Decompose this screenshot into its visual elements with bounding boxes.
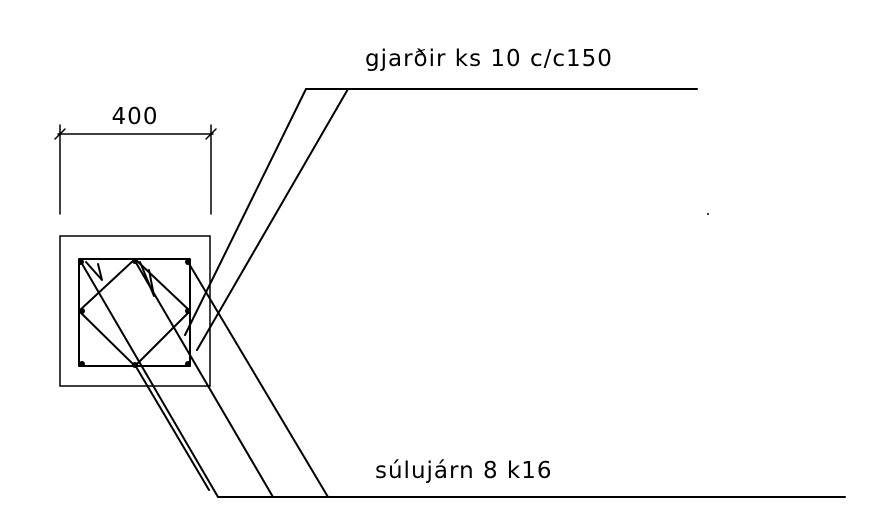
- rebar-dot: [185, 361, 191, 367]
- column-bar-leader-line-2: [134, 260, 274, 498]
- column-outline: [59, 235, 211, 387]
- column-bar-label: súlujárn 8 k16: [375, 458, 552, 484]
- column-bar-leader: [80, 260, 846, 498]
- stirrup-label: gjarðir ks 10 c/c150: [365, 46, 613, 72]
- rebar-dots: [78, 258, 191, 368]
- stirrup-outer: [78, 258, 191, 367]
- stray-dot: [707, 213, 709, 215]
- hook-right: [139, 261, 155, 297]
- hook-left: [85, 261, 103, 281]
- stirrup-leader: [184, 88, 698, 351]
- dimension-tick-left: [54, 128, 66, 140]
- stirrup-diamond: [78, 258, 191, 367]
- dimension-tick-right: [205, 128, 217, 140]
- dimension-label: 400: [112, 104, 159, 130]
- rebar-dot: [79, 308, 85, 314]
- dimension-group: 400: [54, 104, 217, 215]
- stirrup-leader-line-1: [184, 88, 307, 336]
- column-bar-leader-line-3: [187, 261, 329, 498]
- rebar-dot: [79, 361, 85, 367]
- rebar-dot: [185, 308, 191, 314]
- column-bar-leader-line-1: [80, 261, 219, 498]
- stirrup-leader-line-2: [196, 88, 349, 351]
- column-bar-leader-line-4: [134, 364, 210, 491]
- stirrup-hooks: [85, 261, 155, 297]
